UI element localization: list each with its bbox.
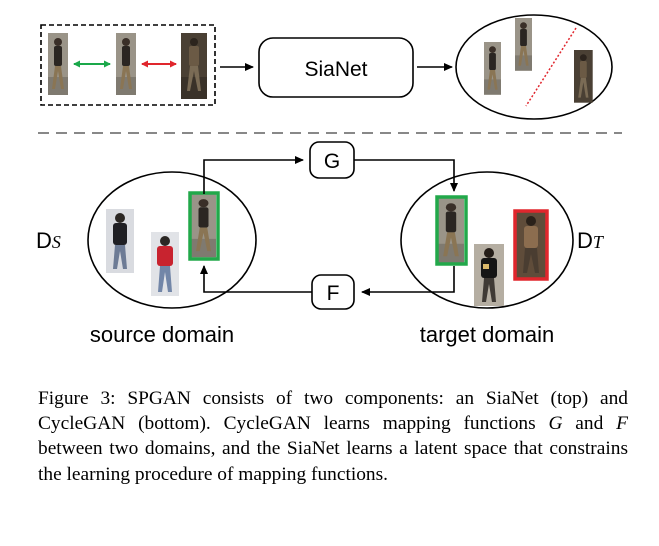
source-image-2 xyxy=(151,232,179,296)
g-mapping-arrow xyxy=(203,156,304,194)
spgan-diagram: SiaNet xyxy=(36,14,622,347)
source-domain-label: source domain xyxy=(90,322,234,347)
person-image-positive xyxy=(116,33,136,95)
g-label: G xyxy=(324,150,340,173)
source-domain-ellipse xyxy=(87,171,257,309)
latent-image-2 xyxy=(515,18,532,71)
sianet-label: SiaNet xyxy=(304,58,367,81)
figure-caption: Figure 3: SPGAN consists of two componen… xyxy=(38,386,628,487)
target-image-1 xyxy=(474,244,504,306)
caption-prefix: Figure 3: SPGAN consists of two componen… xyxy=(38,388,628,435)
latent-image-3 xyxy=(574,50,593,103)
source-image-translated xyxy=(188,191,220,261)
f-label: F xyxy=(327,282,340,305)
person-image-negative xyxy=(181,33,207,99)
caption-and: and xyxy=(562,413,617,435)
f-box: F xyxy=(311,274,355,310)
caption-suffix: between two domains, and the SiaNet lear… xyxy=(38,438,628,485)
g-box: G xyxy=(309,141,355,179)
caption-g: G xyxy=(548,413,563,435)
person-image-anchor xyxy=(48,33,68,95)
target-domain-symbol: DT xyxy=(577,228,605,253)
sianet-box: SiaNet xyxy=(258,37,414,98)
latent-image-1 xyxy=(484,42,501,95)
source-image-1 xyxy=(106,209,134,273)
separating-boundary xyxy=(525,27,577,107)
latent-space-ellipse xyxy=(455,14,613,120)
image-pair-box xyxy=(40,24,216,106)
f-mapping-arrow xyxy=(361,266,455,296)
caption-f: F xyxy=(616,413,628,435)
source-domain-symbol: DS xyxy=(36,228,61,253)
g-to-target-arrow xyxy=(354,159,458,192)
target-domain-ellipse xyxy=(400,171,574,309)
f-to-source-arrow xyxy=(200,265,312,293)
target-image-translated xyxy=(435,195,468,266)
target-domain-label: target domain xyxy=(420,322,555,347)
target-image-2 xyxy=(513,209,549,281)
